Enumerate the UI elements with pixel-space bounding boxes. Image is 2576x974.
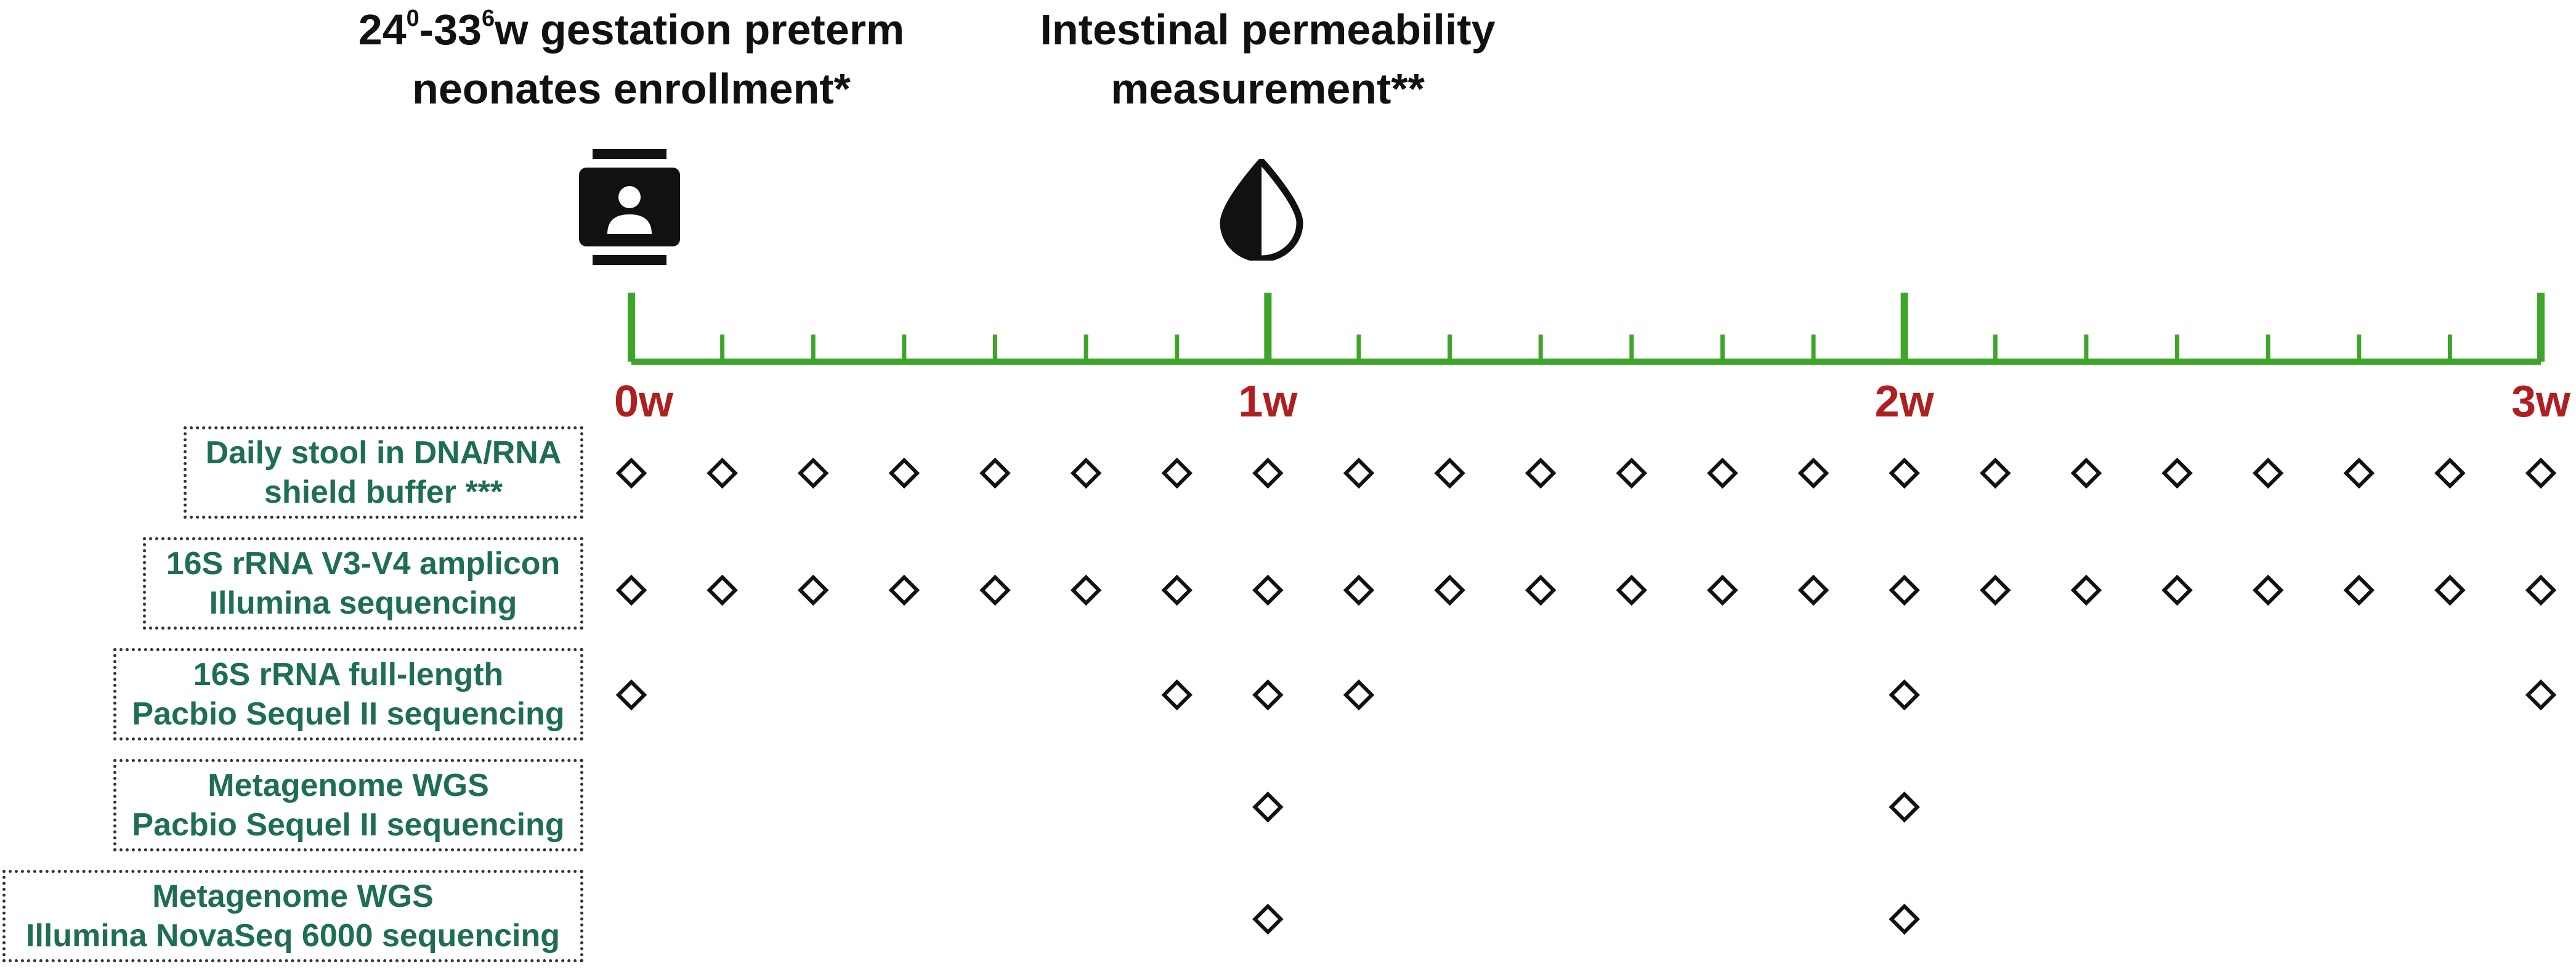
sample-marker	[2252, 574, 2284, 606]
permeability-heading-line2: measurement**	[1111, 65, 1425, 113]
half-drop-icon	[1220, 159, 1303, 261]
sample-marker	[1889, 679, 1920, 711]
sample-marker	[1707, 574, 1738, 606]
sample-marker	[1797, 457, 1829, 489]
sample-marker	[615, 574, 647, 606]
sample-marker	[797, 457, 829, 489]
method-label-line1: Daily stool in DNA/RNA	[205, 435, 562, 471]
sample-marker	[1889, 457, 1920, 489]
sample-marker	[1252, 574, 1284, 606]
sample-marker	[1434, 574, 1465, 606]
sample-marker	[1070, 574, 1102, 606]
sample-marker	[1161, 457, 1193, 489]
sample-marker	[1616, 457, 1648, 489]
sample-marker	[1525, 574, 1557, 606]
sample-marker	[1343, 574, 1375, 606]
method-label-line1: Metagenome WGS	[152, 879, 434, 914]
sample-marker	[1252, 903, 1284, 935]
sample-marker	[1525, 457, 1557, 489]
sample-marker	[2252, 457, 2284, 489]
sample-marker	[1616, 574, 1648, 606]
sample-marker	[1252, 679, 1284, 711]
week-label: 3w	[2511, 377, 2571, 426]
week-label: 0w	[614, 377, 674, 426]
sample-marker	[979, 574, 1011, 606]
sample-marker	[615, 457, 647, 489]
method-label-line2: Pacbio Sequel II sequencing	[132, 696, 565, 732]
sample-marker	[2525, 574, 2557, 606]
sample-marker	[888, 574, 920, 606]
method-label-line1: Metagenome WGS	[208, 768, 489, 803]
sample-marker	[979, 457, 1011, 489]
sample-marker	[1343, 457, 1375, 489]
sample-marker	[1161, 679, 1193, 711]
method-label-line1: 16S rRNA V3-V4 amplicon	[166, 546, 561, 582]
sample-marker	[2161, 574, 2193, 606]
sample-marker	[1980, 574, 2011, 606]
sample-marker	[1889, 574, 1920, 606]
sample-marker	[2343, 574, 2375, 606]
sample-marker	[2434, 574, 2466, 606]
sample-marker	[2525, 679, 2557, 711]
sample-marker	[615, 679, 647, 711]
week-label: 1w	[1238, 377, 1298, 426]
enrollment-heading-line2: neonates enrollment*	[412, 65, 851, 113]
sample-marker	[1707, 457, 1738, 489]
sample-marker	[707, 457, 738, 489]
permeability-heading-line1: Intestinal permeability	[1040, 6, 1496, 54]
sample-marker	[2525, 457, 2557, 489]
method-label-line2: Illumina NovaSeq 6000 sequencing	[26, 918, 560, 954]
sample-marker	[797, 574, 829, 606]
method-label-box: Metagenome WGS Pacbio Sequel II sequencin…	[113, 759, 583, 851]
method-label-line2: Illumina sequencing	[209, 585, 517, 621]
sample-marker	[1889, 791, 1920, 823]
method-label-line2: shield buffer ***	[264, 474, 503, 510]
sample-marker	[888, 457, 920, 489]
sample-marker	[2434, 457, 2466, 489]
sample-marker	[1889, 903, 1920, 935]
method-label-box: Metagenome WGS Illumina NovaSeq 6000 sequ…	[2, 870, 583, 962]
sample-marker	[1797, 574, 1829, 606]
sample-marker	[1070, 457, 1102, 489]
sample-marker	[1252, 457, 1284, 489]
sample-marker	[707, 574, 738, 606]
sample-marker	[1980, 457, 2011, 489]
sample-marker	[1343, 679, 1375, 711]
enrollment-heading-line1: 240-336w gestation preterm	[358, 6, 905, 54]
sample-marker	[2070, 574, 2102, 606]
method-label-line1: 16S rRNA full-length	[193, 657, 504, 692]
method-label-line2: Pacbio Sequel II sequencing	[132, 807, 565, 843]
sample-marker	[1434, 457, 1465, 489]
sample-marker	[1161, 574, 1193, 606]
contact-card-icon	[579, 149, 680, 265]
enrollment-heading: 240-336w gestation preterm neonates enro…	[358, 0, 904, 118]
sample-marker	[1252, 791, 1284, 823]
sample-marker	[2343, 457, 2375, 489]
sample-marker	[2161, 457, 2193, 489]
sample-marker	[2070, 457, 2102, 489]
week-label: 2w	[1874, 377, 1934, 426]
permeability-heading: Intestinal permeability measurement**	[1040, 0, 1495, 118]
